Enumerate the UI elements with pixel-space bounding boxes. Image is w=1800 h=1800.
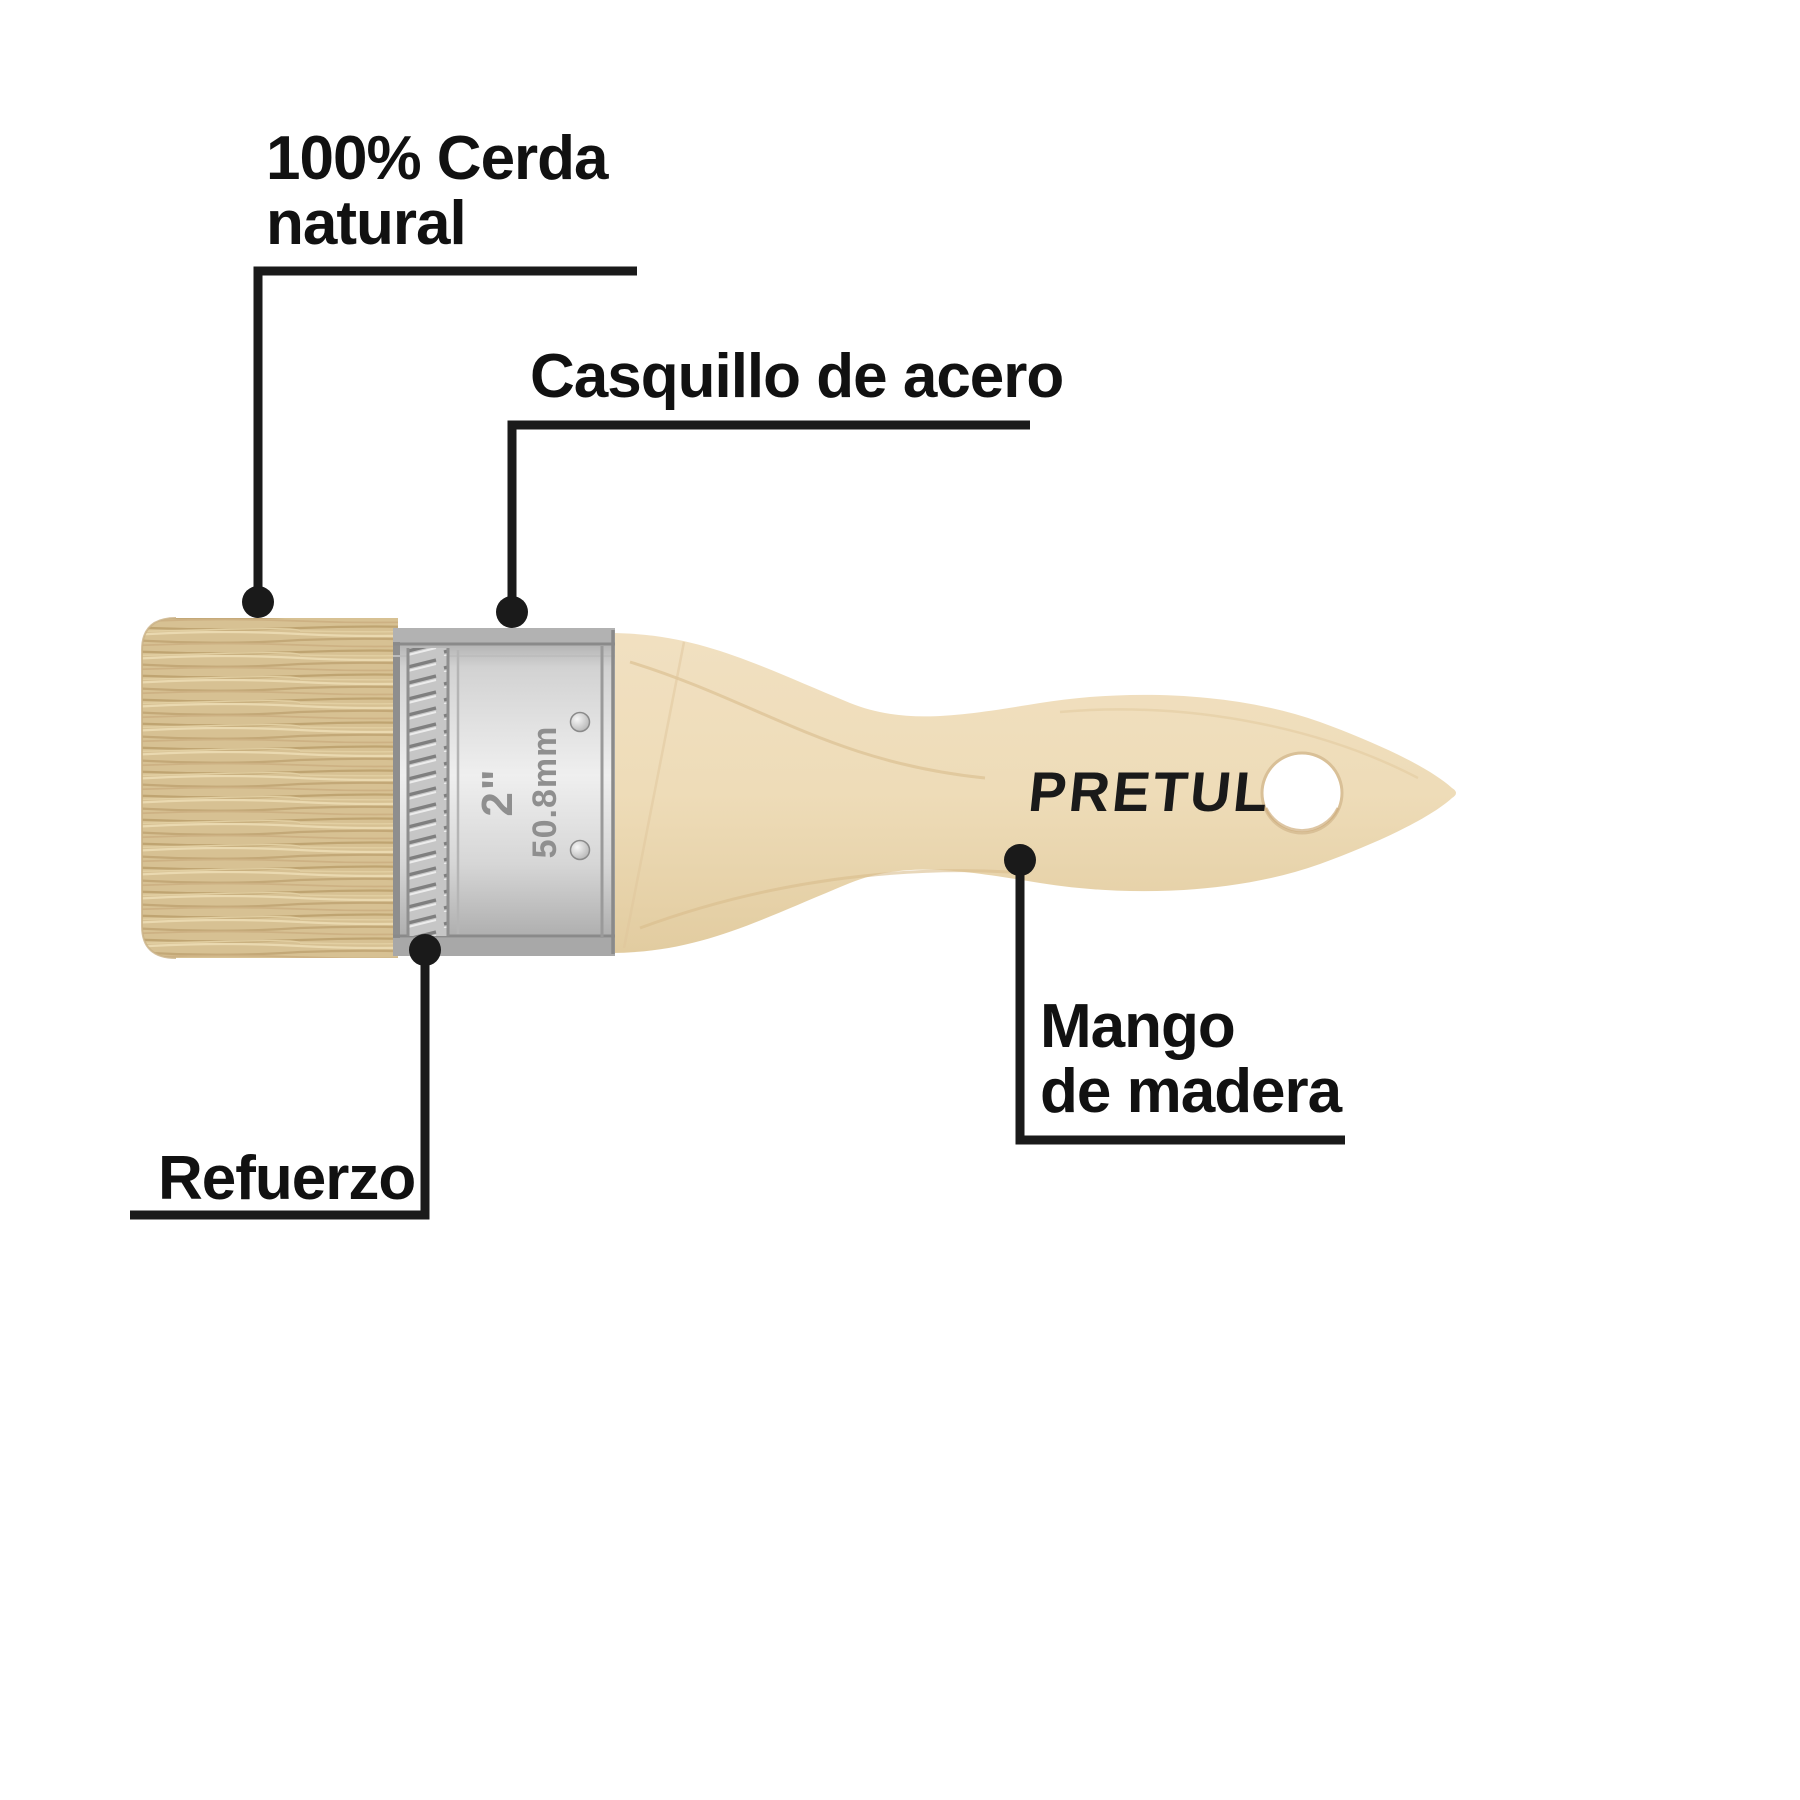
leader-ferrule [507, 420, 1030, 610]
dot-ferrule [496, 596, 528, 628]
label-reinforcement: Refuerzo [158, 1144, 416, 1213]
rivet-bottom [569, 839, 591, 861]
label-handle: Mango de madera [1040, 992, 1342, 1127]
ferrule: 2" 50.8mm [393, 628, 615, 956]
bristle-shape [142, 618, 398, 958]
label-ferrule-text: Casquillo de acero [530, 342, 1064, 411]
wood-grain-lines [622, 641, 1419, 949]
label-reinforcement-text: Refuerzo [158, 1144, 416, 1213]
handle-wood: PRETUL [612, 633, 1456, 953]
ferrule-left-edge [393, 628, 400, 956]
ferrule-stamp-mm: 50.8mm [526, 726, 564, 859]
ferrule-crimp-band [408, 648, 448, 936]
ferrule-bottom-roll [393, 938, 615, 956]
brand-logo: PRETUL [1026, 760, 1275, 823]
leader-handle [1015, 862, 1345, 1145]
handle-shape [612, 633, 1456, 953]
label-ferrule: Casquillo de acero [530, 342, 1064, 411]
bristle-tip-edge [141, 617, 177, 959]
label-handle-line2: de madera [1040, 1057, 1342, 1127]
bristles [141, 617, 398, 959]
leader-lines [130, 266, 1345, 1220]
handle-hang-hole [1260, 751, 1344, 835]
leader-bristles [253, 266, 637, 600]
rivet-top [569, 711, 591, 733]
dot-handle [1004, 844, 1036, 876]
leader-reinforcement [130, 952, 430, 1220]
dot-reinforcement [409, 934, 441, 966]
label-bristles-line1: 100% Cerda [266, 124, 609, 193]
ferrule-top-roll [393, 628, 615, 642]
label-bristles-line2: natural [266, 189, 467, 259]
hole-inner-shadow [1264, 807, 1340, 832]
label-handle-line1: Mango [1040, 992, 1236, 1061]
label-bristles: 100% Cerda natural [266, 124, 609, 259]
dot-bristles [242, 586, 274, 618]
ferrule-stamp-inches: 2" [473, 767, 522, 816]
leader-dots [242, 586, 1036, 966]
